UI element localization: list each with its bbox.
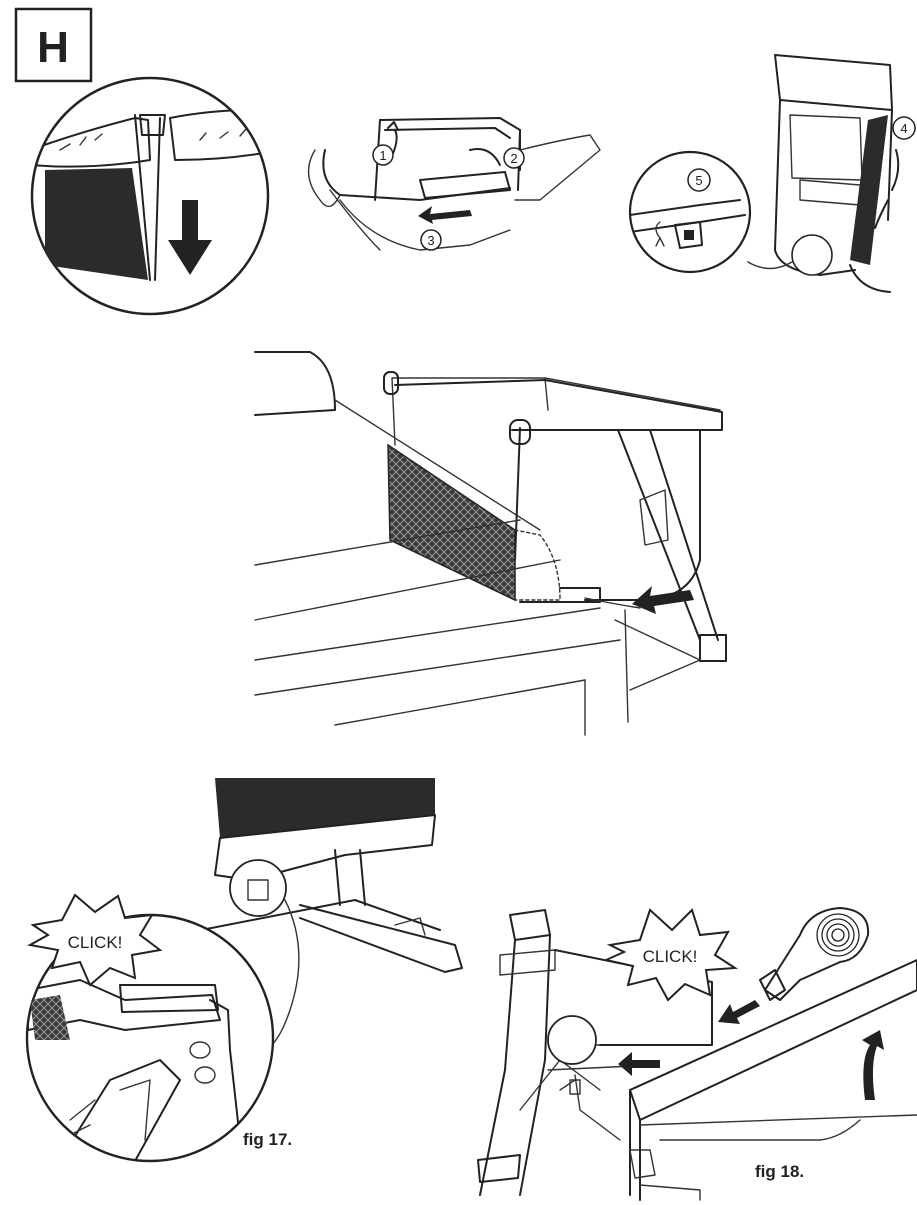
zipper-detail-circle	[30, 78, 280, 314]
side-fold-illustration: 4 5	[630, 55, 915, 292]
click-text-1: CLICK!	[68, 933, 123, 952]
arrow-left-icon	[618, 1052, 660, 1076]
handle-release-illustration: 1 2 3	[309, 118, 600, 250]
side-strap	[850, 115, 888, 265]
arrow-up-curve-icon	[862, 1030, 884, 1100]
step-number-2: 2	[510, 151, 517, 166]
arrow-down-left-icon	[718, 1000, 760, 1024]
cot-fabric-panel	[215, 778, 435, 838]
strap-roll-spiral	[817, 914, 859, 956]
zoom-marker	[230, 860, 286, 916]
figure-18-illustration: CLICK! fig 18.	[478, 908, 917, 1200]
figure-caption-18: fig 18.	[755, 1162, 804, 1181]
step-number-4: 4	[900, 121, 907, 136]
crib-bed-illustration	[255, 352, 726, 735]
step-number-5: 5	[695, 173, 702, 188]
zoom-marker	[548, 1016, 596, 1064]
mesh-side-panel	[388, 445, 515, 600]
fabric-panel	[45, 168, 148, 280]
arrow-left-icon	[418, 206, 472, 224]
step-number-3: 3	[427, 233, 434, 248]
figure-17-illustration: CLICK! fig 17.	[27, 778, 462, 1170]
arrow-left-icon	[632, 586, 694, 614]
figure-caption-17: fig 17.	[243, 1130, 292, 1149]
section-label-box: H	[16, 9, 91, 81]
section-label: H	[37, 23, 69, 72]
click-text-2: CLICK!	[643, 947, 698, 966]
step-number-1: 1	[379, 148, 386, 163]
zoom-marker	[792, 235, 832, 275]
